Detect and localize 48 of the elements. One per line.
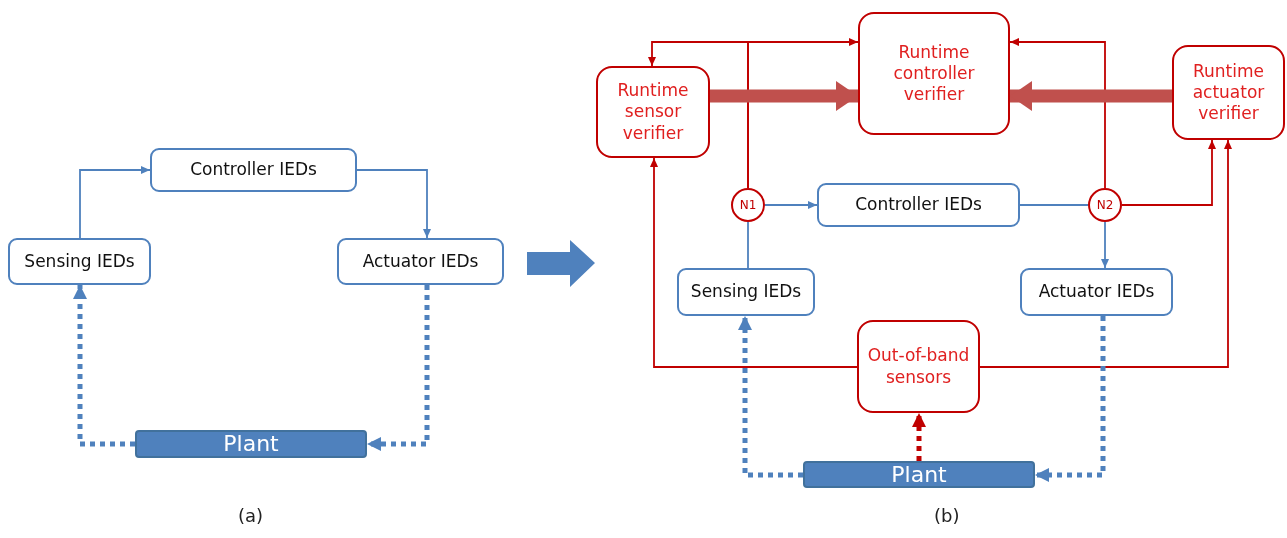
verifier-box [858, 12, 1010, 135]
arrow [1009, 38, 1106, 189]
arrow [1121, 139, 1216, 206]
dotted-arrow [1035, 316, 1106, 482]
process-box [817, 183, 1020, 227]
box-label: Actuator IEDs [1038, 281, 1155, 303]
arrow [747, 38, 859, 189]
box-label: Sensing IEDs [690, 281, 802, 303]
box-label: Out-of-band sensors [866, 345, 971, 388]
dotted-arrow [912, 413, 926, 461]
arrow [979, 139, 1232, 368]
connector-line [1019, 204, 1089, 206]
plant-bar [803, 461, 1035, 488]
arrow [764, 201, 818, 209]
node-circle [731, 188, 765, 222]
process-box [337, 238, 504, 285]
thick-arrow [710, 81, 858, 111]
connector-line [747, 221, 749, 269]
bar-label: Plant [891, 460, 947, 489]
box-label: Controller IEDs [190, 159, 317, 181]
box-label: Controller IEDs [855, 194, 982, 216]
process-box [150, 148, 357, 192]
panel-label: (b) [934, 505, 960, 526]
node-label: N1 [739, 197, 757, 213]
arrow [356, 169, 431, 239]
arrow [79, 166, 151, 239]
plant-bar [135, 430, 367, 458]
box-label: Sensing IEDs [24, 250, 135, 273]
process-box [1020, 268, 1173, 316]
arrow [650, 157, 858, 368]
node-label: N2 [1096, 197, 1114, 213]
box-label: Runtime controller verifier [892, 41, 976, 106]
box-label: Runtime sensor verifier [616, 80, 690, 144]
panel-label: (a) [238, 505, 264, 526]
box-label: Actuator IEDs [362, 250, 479, 273]
dotted-arrow [367, 285, 430, 451]
thick-arrow [1010, 81, 1172, 111]
bar-label: Plant [223, 430, 279, 458]
node-circle [1088, 188, 1122, 222]
verifier-box [857, 320, 980, 413]
box-label: Runtime actuator verifier [1191, 60, 1266, 125]
verifier-box [596, 66, 710, 158]
arrow [1101, 221, 1109, 269]
process-box [8, 238, 151, 285]
dotted-arrow [73, 285, 135, 447]
dotted-arrow [738, 316, 803, 478]
process-box [677, 268, 815, 316]
verifier-box [1172, 45, 1285, 140]
